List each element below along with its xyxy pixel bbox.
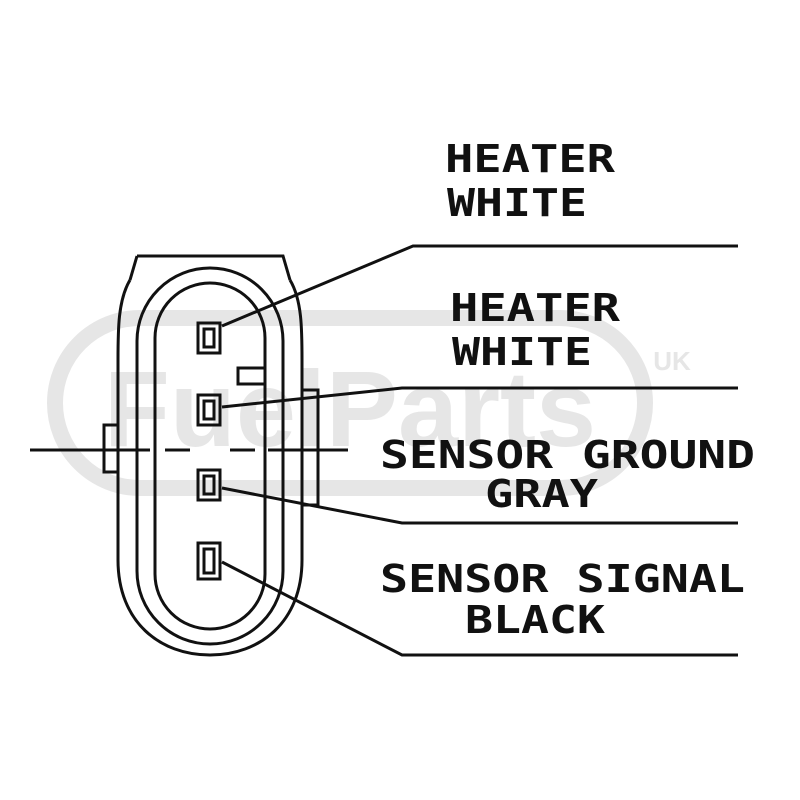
pin-terminal	[196, 541, 222, 581]
leader-line-pin-2	[221, 386, 738, 409]
connector-shell-inner-line	[135, 266, 285, 646]
pin-2-wire-label: WHITE	[452, 330, 592, 374]
leader-line-pin-4	[221, 560, 738, 657]
pin-terminal	[196, 321, 222, 355]
pin-1-function-label: HEATER	[445, 137, 615, 181]
connector-outer-shell	[116, 279, 304, 657]
pin-2-function-label: HEATER	[450, 286, 620, 330]
keying-notch	[236, 366, 265, 386]
pin-terminal	[196, 393, 222, 427]
pin-3-wire-label: GRAY	[485, 472, 598, 516]
pin-3-function-label: SENSOR GROUND	[380, 433, 755, 477]
watermark-badge-outline	[47, 310, 653, 496]
watermark-suffix: UK	[653, 346, 691, 376]
leader-line-pin-1	[221, 244, 738, 328]
leader-lines	[221, 244, 738, 657]
pin-1-wire-label: WHITE	[447, 181, 587, 225]
connector-top-rim-left	[128, 255, 139, 281]
connector-cavity	[153, 281, 267, 631]
pin-terminals	[196, 321, 222, 581]
pin-terminal	[196, 468, 222, 502]
connector-top-rim	[137, 254, 292, 281]
pin-labels: HEATER WHITE HEATER WHITE SENSOR GROUND …	[380, 137, 755, 642]
connector-housing	[102, 254, 320, 657]
pin-4-function-label: SENSOR SIGNAL	[380, 557, 745, 601]
pin-4-wire-label: BLACK	[465, 598, 605, 642]
leader-line-pin-3	[221, 486, 738, 525]
